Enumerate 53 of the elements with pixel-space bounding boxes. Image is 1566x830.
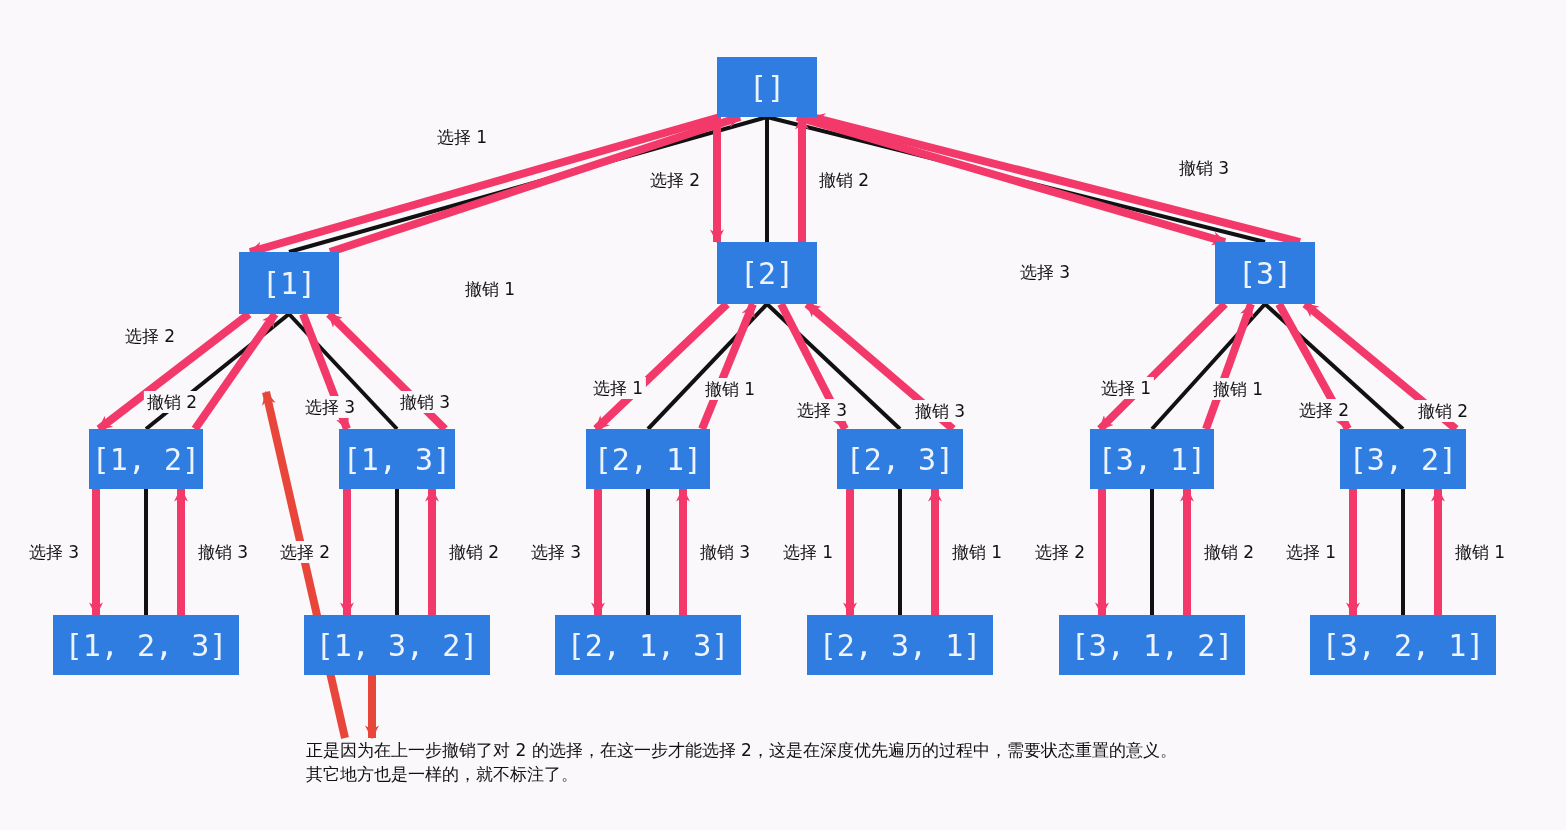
arrow	[843, 489, 857, 617]
arrow	[89, 489, 103, 617]
arrow	[1202, 302, 1255, 431]
arrow	[710, 117, 724, 244]
arrow	[1275, 302, 1352, 431]
tree-line	[1263, 302, 1405, 431]
tree-line	[765, 117, 769, 242]
array-box: [1, 3, 2]	[304, 615, 490, 675]
array-box: [1, 3]	[339, 429, 455, 489]
arrow	[1431, 487, 1445, 615]
arrow	[1180, 487, 1194, 615]
tree-line	[898, 489, 902, 615]
array-box: []	[717, 57, 817, 117]
array-box: [3, 1, 2]	[1059, 615, 1245, 675]
arrow	[425, 487, 439, 615]
array-box: [1, 2]	[89, 429, 203, 489]
tree-line	[1401, 489, 1405, 615]
tree-line	[646, 302, 769, 431]
tree-line	[1150, 489, 1154, 615]
arrow	[1097, 301, 1228, 432]
array-box: [2, 1]	[586, 429, 710, 489]
array-box: [1, 2, 3]	[53, 615, 239, 675]
arrow	[777, 302, 849, 431]
arrow	[676, 487, 690, 615]
arrow	[191, 311, 279, 432]
array-box: [2, 3, 1]	[807, 615, 993, 675]
array-box: [3, 1]	[1090, 429, 1214, 489]
tree-line	[1150, 302, 1267, 431]
arrow	[591, 489, 605, 617]
arrow	[928, 487, 942, 615]
array-box: [2]	[717, 242, 817, 304]
arrow	[326, 311, 448, 432]
note-text: 其它地方也是一样的，就不标注了。	[306, 763, 579, 786]
tree-line	[646, 489, 650, 615]
arrow	[593, 301, 730, 432]
note-text: 正是因为在上一步撤销了对 2 的选择，在这一步才能选择 2，这是在深度优先遍历的过程中，需要状态重置的意义。	[306, 739, 1177, 762]
array-box: [3]	[1215, 242, 1315, 304]
arrow	[1095, 489, 1109, 617]
array-box: [3, 2, 1]	[1310, 615, 1496, 675]
arrow	[340, 489, 354, 617]
tree-line	[395, 489, 399, 615]
arrow	[1346, 489, 1360, 617]
tree-line	[287, 312, 399, 431]
arrow	[365, 675, 379, 740]
arrow	[299, 312, 351, 431]
arrow	[698, 302, 757, 431]
array-box: [2, 1, 3]	[555, 615, 741, 675]
array-box: [1]	[239, 252, 339, 314]
tree-line	[765, 302, 902, 431]
array-box: [3, 2]	[1340, 429, 1466, 489]
arrow	[174, 487, 188, 615]
tree-line	[144, 489, 148, 615]
array-box: [2, 3]	[837, 429, 963, 489]
